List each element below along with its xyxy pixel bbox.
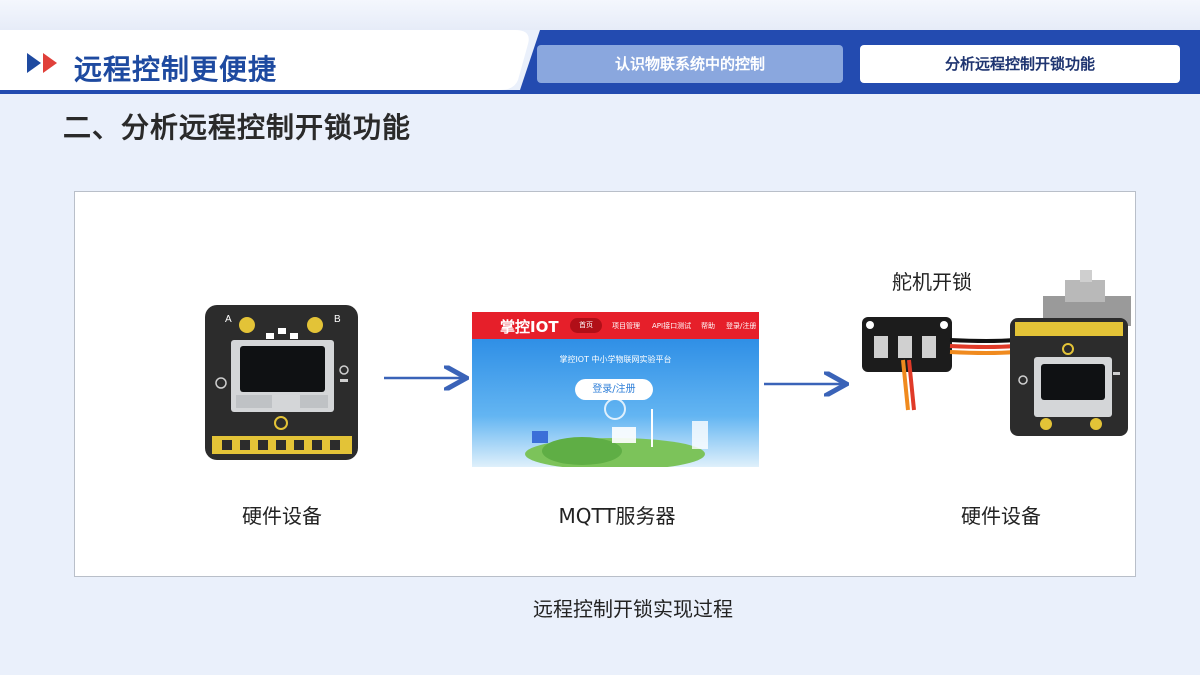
header: 远程控制更便捷 认识物联系统中的控制 分析远程控制开锁功能 (0, 30, 1200, 94)
diagram-caption: 远程控制开锁实现过程 (533, 597, 733, 621)
server-hero: 掌控IOT 中小学物联网实验平台 登录/注册 (472, 339, 759, 467)
mqtt-server-screenshot: 掌控IOT 首页 项目管理 API接口测试 帮助 登录/注册 掌控IOT 中小学… (472, 312, 759, 467)
hardware-device-left (205, 305, 358, 460)
header-title: 远程控制更便捷 (74, 53, 278, 86)
node-label-hardware-left: 硬件设备 (242, 504, 322, 528)
server-nav-bar: 掌控IOT 首页 项目管理 API接口测试 帮助 登录/注册 (472, 312, 759, 339)
server-logo: 掌控IOT (500, 318, 559, 336)
server-nav-item: 登录/注册 (726, 322, 757, 330)
server-nav-item: 帮助 (701, 322, 715, 330)
device-letter-b: B (334, 314, 341, 325)
server-nav-item: 项目管理 (612, 322, 640, 330)
tab-understand-control[interactable]: 认识物联系统中的控制 (537, 45, 843, 83)
node-label-mqtt-server: MQTT服务器 (558, 504, 676, 528)
device-letter-a: A (225, 314, 232, 325)
servo-driver-board (862, 317, 1016, 411)
server-subtitle: 掌控IOT 中小学物联网实验平台 (559, 355, 672, 364)
top-band (0, 0, 1200, 30)
servo-unlock-label: 舵机开锁 (892, 270, 972, 294)
server-nav-item: API接口测试 (652, 322, 692, 330)
server-login-button: 登录/注册 (575, 379, 653, 400)
hardware-device-right (1010, 270, 1131, 436)
double-triangle-icon (27, 53, 57, 73)
server-nav-home: 首页 (570, 318, 602, 333)
tab-analyze-unlock[interactable]: 分析远程控制开锁功能 (860, 45, 1180, 83)
section-title: 二、分析远程控制开锁功能 (63, 111, 412, 144)
node-label-hardware-right: 硬件设备 (961, 504, 1041, 528)
server-illustration (525, 398, 708, 467)
